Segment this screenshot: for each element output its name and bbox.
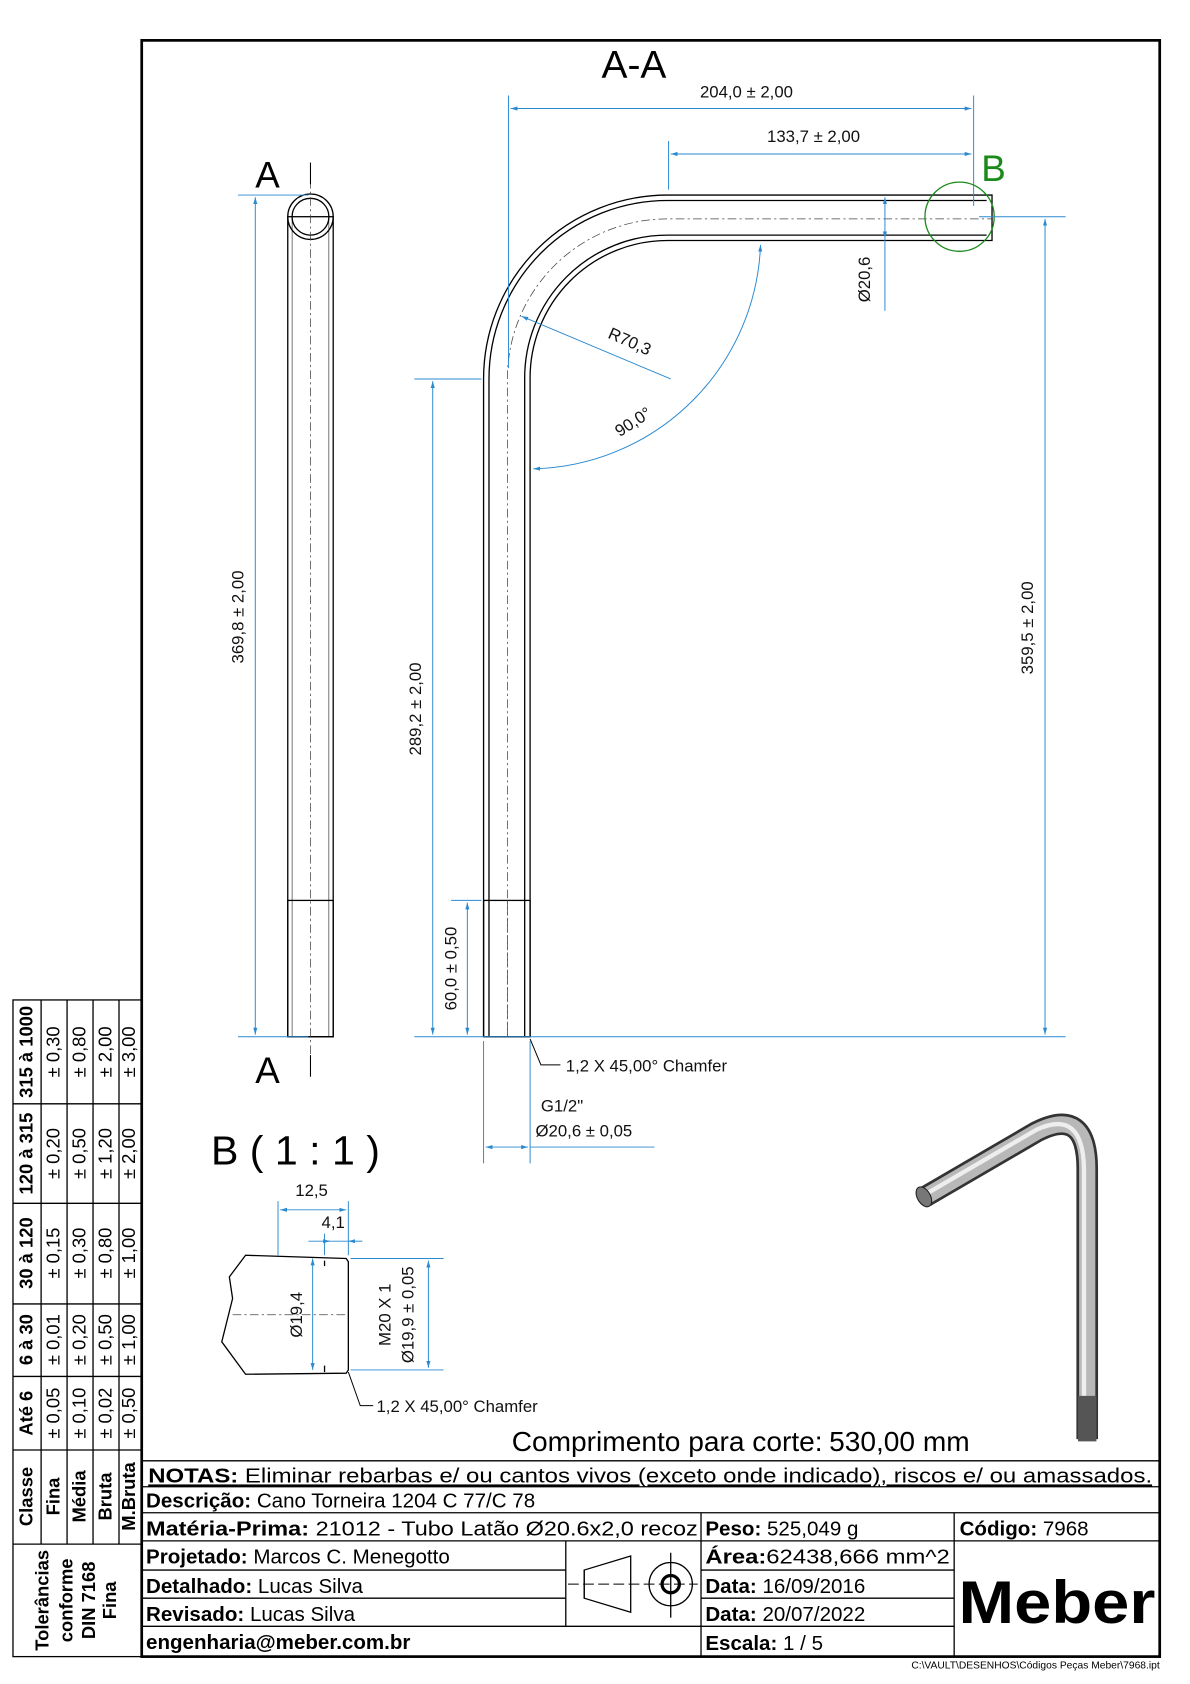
dimension-overall-width: 204,0 ± 2,00 <box>700 83 793 102</box>
tolerance-value-cell: ± 0,10 <box>68 1388 89 1439</box>
description-text: Descrição: Cano Torneira 1204 C 77/C 78 <box>146 1489 535 1512</box>
tolerance-header-cell: 30 à 120 <box>15 1217 36 1289</box>
file-path: C:\VAULT\DESENHOS\Códigos Peças Meber\79… <box>911 1661 1160 1672</box>
chamfer-note-detail: 1,2 X 45,00° Chamfer <box>376 1397 538 1416</box>
chamfer-note-main: 1,2 X 45,00° Chamfer <box>566 1056 728 1075</box>
tolerance-value-cell: ± 0,50 <box>94 1314 115 1365</box>
tolerance-value-cell: ± 0,80 <box>94 1228 115 1279</box>
tolerance-value-cell: ± 0,20 <box>68 1314 89 1365</box>
detail-title: B ( 1 : 1 ) <box>211 1127 380 1173</box>
area-text: Área:62438,666 mm^2 <box>705 1546 949 1569</box>
creation-date-text: Data: 16/09/2016 <box>705 1575 865 1598</box>
detail-step: 4,1 <box>322 1213 345 1232</box>
sheet-border <box>140 39 1162 1658</box>
material-text: Matéria-Prima: 21012 - Tubo Latão Ø20.6x… <box>146 1517 698 1540</box>
side-view: A A 369,8 ± 2,00 <box>228 155 334 1091</box>
scale-text: Escala: 1 / 5 <box>705 1632 823 1655</box>
tolerance-class-cell: Média <box>68 1470 89 1523</box>
tolerance-value-cell: ± 0,50 <box>68 1128 89 1179</box>
tolerance-table: Classe Até 6 6 à 30 30 à 120 120 à 315 315 à … <box>12 999 143 1658</box>
detailed-by-text: Detalhado: Lucas Silva <box>146 1575 364 1598</box>
designed-by-text: Projetado: Marcos C. Menegotto <box>146 1546 450 1569</box>
detail-thread-diameter: Ø19,9 ± 0,05 <box>398 1266 417 1363</box>
tolerance-value-cell: ± 0,02 <box>94 1388 115 1439</box>
dimension-overall-height: 359,5 ± 2,00 <box>1018 581 1037 674</box>
detail-inner-diameter: Ø19,4 <box>287 1292 306 1338</box>
thread-diameter: Ø20,6 ± 0,05 <box>535 1121 632 1140</box>
email-text: engenharia@meber.com.br <box>146 1631 410 1654</box>
cut-length: Comprimento para corte:530,00 mm <box>512 1426 970 1457</box>
section-view-a-a: A-A 204,0 ± 2,00 133,7 ± 2,00 B Ø20,6 R7… <box>406 44 1066 1164</box>
tolerance-header-cell: 6 à 30 <box>15 1314 36 1365</box>
code-text: Código: 7968 <box>960 1517 1089 1540</box>
revised-by-text: Revisado: Lucas Silva <box>146 1603 356 1626</box>
tolerance-value-cell: ± 0,20 <box>43 1128 64 1179</box>
tolerance-class-cell: M.Bruta <box>118 1462 139 1531</box>
tolerance-value-cell: ± 2,00 <box>118 1128 139 1179</box>
tolerance-value-cell: ± 0,01 <box>43 1314 64 1365</box>
first-angle-projection-icon <box>567 1552 698 1618</box>
dimension-radius: R70,3 <box>605 324 654 360</box>
detail-marker: B <box>981 148 1006 189</box>
dimension-vertical-straight: 289,2 ± 2,00 <box>406 662 425 755</box>
section-marker-bottom: A <box>255 1050 280 1091</box>
title-block: NOTAS: Eliminar rebarbas e/ ou cantos vi… <box>141 1460 1160 1657</box>
tolerance-value-cell: ± 1,00 <box>118 1228 139 1279</box>
tolerance-block-line-4: Fina <box>99 1581 120 1620</box>
tolerance-value-cell: ± 1,00 <box>118 1314 139 1365</box>
tolerance-class-cell: Fina <box>43 1477 64 1516</box>
tolerance-value-cell: ± 0,15 <box>43 1228 64 1279</box>
tolerance-header-cell: 315 à 1000 <box>15 1006 36 1098</box>
tolerance-value-cell: ± 0,05 <box>43 1388 64 1439</box>
tolerance-value-cell: ± 0,30 <box>68 1228 89 1279</box>
detail-length: 12,5 <box>295 1181 328 1200</box>
thread-spec: G1/2" <box>541 1096 583 1115</box>
dimension-side-length: 369,8 ± 2,00 <box>228 570 247 663</box>
tolerance-block-line-1: Tolerâncias <box>32 1550 53 1651</box>
tolerance-header-cell: Classe <box>15 1467 36 1526</box>
tolerance-header-cell: Até 6 <box>15 1391 36 1436</box>
revision-date-text: Data: 20/07/2022 <box>705 1603 865 1626</box>
dimension-diameter: Ø20,6 <box>855 257 874 303</box>
tolerance-block-line-3: DIN 7168 <box>78 1562 99 1640</box>
detail-thread-spec: M20 X 1 <box>376 1284 395 1346</box>
pipe-3d-render <box>915 1113 1099 1442</box>
notes-text: NOTAS: Eliminar rebarbas e/ ou cantos vi… <box>148 1464 1152 1487</box>
dimension-thread-length: 60,0 ± 0,50 <box>442 927 461 1011</box>
tolerance-block-line-2: conforme <box>55 1558 76 1642</box>
tolerance-value-cell: ± 3,00 <box>118 1026 139 1077</box>
tolerance-header-cell: 120 à 315 <box>15 1113 36 1195</box>
meber-logo: Meber <box>958 1568 1155 1636</box>
dimension-straight-length: 133,7 ± 2,00 <box>767 127 860 146</box>
section-title: A-A <box>601 44 666 87</box>
detail-view-b: B ( 1 : 1 ) 12,5 4,1 Ø19,4 M20 X 1 Ø19,9… <box>211 1127 538 1416</box>
tolerance-value-cell: ± 0,80 <box>68 1026 89 1077</box>
tolerance-value-cell: ± 1,20 <box>94 1128 115 1179</box>
tolerance-value-cell: ± 0,30 <box>43 1026 64 1077</box>
section-marker-top: A <box>255 155 280 196</box>
weight-text: Peso: 525,049 g <box>705 1517 858 1540</box>
tolerance-value-cell: ± 0,50 <box>118 1388 139 1439</box>
tolerance-value-cell: ± 2,00 <box>94 1026 115 1077</box>
tolerance-class-cell: Bruta <box>94 1472 115 1521</box>
